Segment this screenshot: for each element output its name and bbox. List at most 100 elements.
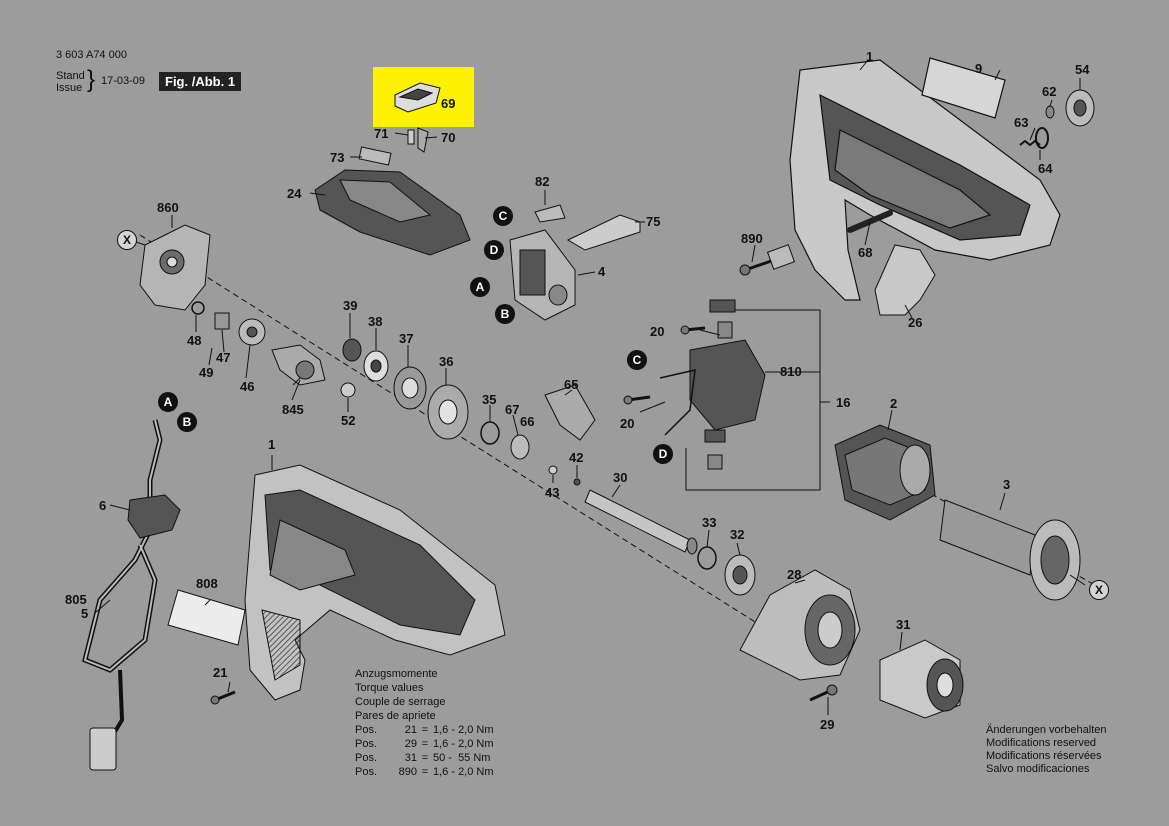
part-2-stator xyxy=(834,424,936,521)
part-label-32: 32 xyxy=(730,527,745,542)
part-label-1: 1 xyxy=(866,49,874,64)
part-label-64: 64 xyxy=(1038,161,1053,176)
part-62-screw xyxy=(1045,105,1055,119)
torque-row: Pos. 31 = 50 - 55 Nm xyxy=(355,752,491,764)
gear-parts xyxy=(191,301,581,486)
part-label-860: 860 xyxy=(157,200,179,215)
part-label-30: 30 xyxy=(613,470,628,485)
part-label-24: 24 xyxy=(287,186,302,201)
part-68-pin xyxy=(847,210,893,233)
issue-label: Issue xyxy=(56,82,83,94)
part-label-82: 82 xyxy=(535,174,550,189)
part-label-810: 810 xyxy=(780,364,802,379)
marker-x-right: X xyxy=(1089,580,1109,600)
part-29-screw xyxy=(809,684,838,702)
part-70-71-clips xyxy=(407,127,429,153)
part-4-switch xyxy=(509,229,576,321)
part-label-805: 805 xyxy=(65,592,87,607)
part-label-1-lower: 1 xyxy=(268,437,276,452)
part-label-73: 73 xyxy=(330,150,345,165)
part-31-chuck xyxy=(879,639,964,719)
torque-row: Pos. 21 = 1,6 - 2,0 Nm xyxy=(355,724,494,736)
part-20-screws xyxy=(623,325,706,405)
part-label-46: 46 xyxy=(240,379,255,394)
torque-row: Pos. 890 = 1,6 - 2,0 Nm xyxy=(355,766,494,778)
doc-number: 3 603 A74 000 xyxy=(56,49,127,61)
part-860-gear-housing-plate xyxy=(139,224,211,311)
part-label-3: 3 xyxy=(1003,477,1011,492)
part-label-38: 38 xyxy=(368,314,383,329)
part-54-cap xyxy=(1065,89,1095,127)
part-label-4: 4 xyxy=(598,264,606,279)
part-label-33: 33 xyxy=(702,515,717,530)
part-33-circlip xyxy=(697,546,717,570)
part-5-power-cord xyxy=(82,419,163,771)
figure-label: Fig. /Abb. 1 xyxy=(159,72,242,91)
part-64-ring xyxy=(1035,127,1049,149)
part-label-54: 54 xyxy=(1075,62,1090,77)
part-label-9: 9 xyxy=(975,61,983,76)
torque-values-note: Anzugsmomente Torque values Couple de se… xyxy=(355,667,494,779)
part-24-cover xyxy=(314,146,471,256)
marker-x-left: X xyxy=(117,230,137,250)
part-label-75: 75 xyxy=(646,214,661,229)
part-label-39: 39 xyxy=(343,298,358,313)
part-30-spindle xyxy=(584,489,698,555)
part-label-28: 28 xyxy=(787,567,802,582)
marker-b-switch: B xyxy=(495,304,515,324)
part-6-strain-relief xyxy=(127,494,181,539)
part-28-gear-case xyxy=(739,569,861,681)
part-label-16: 16 xyxy=(836,395,851,410)
part-label-5: 5 xyxy=(81,606,89,621)
part-21-screw xyxy=(210,690,236,705)
marker-a-cord: A xyxy=(158,392,178,412)
part-label-48: 48 xyxy=(187,333,202,348)
brace: } xyxy=(87,66,96,93)
marker-d-switch: D xyxy=(484,240,504,260)
torque-heading-es: Pares de apriete xyxy=(355,710,436,722)
issue-date: 17-03-09 xyxy=(101,75,146,87)
part-69-drawing xyxy=(394,82,441,113)
torque-heading-de: Anzugsmomente xyxy=(355,668,438,680)
part-label-71: 71 xyxy=(374,126,389,141)
part-label-845: 845 xyxy=(282,402,304,417)
part-label-66: 66 xyxy=(520,414,535,429)
modifications-note: Änderungen vorbehalten Modifications res… xyxy=(986,724,1106,776)
part-label-26: 26 xyxy=(908,315,923,330)
part-label-890: 890 xyxy=(741,231,763,246)
part-label-70: 70 xyxy=(441,130,456,145)
part-label-62: 62 xyxy=(1042,84,1057,99)
assembly-axis xyxy=(139,234,761,626)
modifications-fr: Modifications réservées xyxy=(986,750,1102,762)
housing-half-right xyxy=(789,57,1061,301)
part-label-31: 31 xyxy=(896,617,911,632)
torque-heading-en: Torque values xyxy=(355,682,424,694)
part-label-63: 63 xyxy=(1014,115,1029,130)
marker-b-cord: B xyxy=(177,412,197,432)
part-label-67: 67 xyxy=(505,402,520,417)
part-82-bracket xyxy=(534,204,566,223)
part-label-42: 42 xyxy=(569,450,584,465)
marker-d-brush: D xyxy=(653,444,673,464)
part-label-29: 29 xyxy=(820,717,835,732)
part-label-47: 47 xyxy=(216,350,231,365)
marker-c-switch: C xyxy=(493,206,513,226)
torque-heading-fr: Couple de serrage xyxy=(355,696,446,708)
part-810-brush-assembly xyxy=(659,299,830,491)
modifications-de: Änderungen vorbehalten xyxy=(986,724,1107,736)
part-label-36: 36 xyxy=(439,354,454,369)
modifications-en: Modifications reserved xyxy=(986,737,1097,749)
part-808-label-plate xyxy=(167,589,246,646)
part-label-21: 21 xyxy=(213,665,228,680)
part-label-69: 69 xyxy=(441,96,456,111)
part-label-2: 2 xyxy=(890,396,898,411)
modifications-es: Salvo modificaciones xyxy=(986,763,1090,775)
part-26-clamp xyxy=(874,244,936,316)
part-label-35: 35 xyxy=(482,392,497,407)
part-label-49: 49 xyxy=(199,365,214,380)
part-label-6: 6 xyxy=(99,498,107,513)
part-label-68: 68 xyxy=(858,245,873,260)
marker-a-switch: A xyxy=(470,277,490,297)
